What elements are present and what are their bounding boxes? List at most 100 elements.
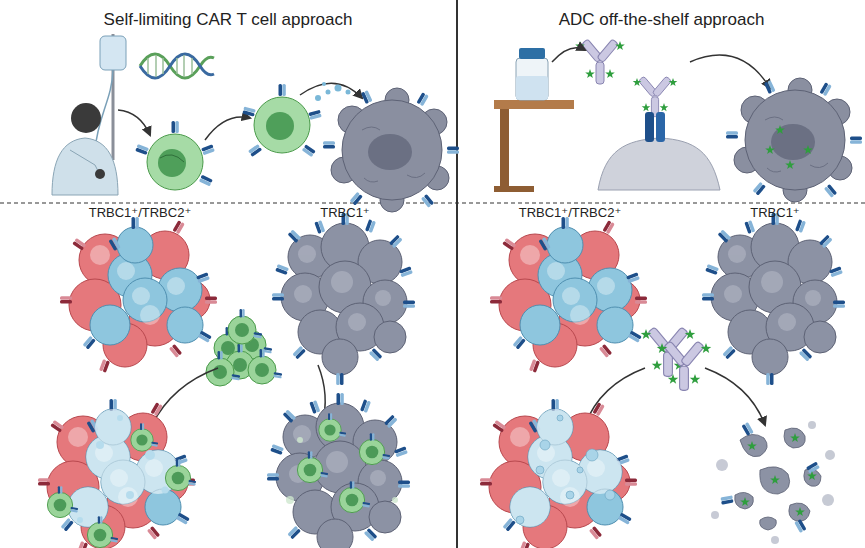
patient-figure — [70, 150, 100, 175]
t-cell — [158, 149, 186, 177]
tumor-cell — [323, 88, 459, 212]
t-cell — [160, 155, 184, 162]
tumor-cluster — [297, 437, 303, 443]
process-arrow — [118, 110, 150, 135]
lysed-cluster — [540, 440, 550, 450]
process-arrow — [152, 368, 218, 425]
car-t-cell — [335, 85, 342, 92]
patient-figure — [71, 103, 101, 133]
shelf — [500, 109, 509, 191]
cell-membrane — [598, 138, 720, 190]
dna-strand — [140, 54, 214, 78]
cell-membrane — [656, 112, 665, 142]
iv-drip — [100, 36, 126, 70]
drug-vial — [516, 58, 548, 100]
car-t-cell — [254, 97, 310, 153]
lysed-cluster — [536, 466, 544, 474]
lysed-cluster — [101, 460, 145, 504]
approach-panel: ADC off-the-shelf approachTRBC1⁺/TRBC2⁺T… — [458, 0, 865, 548]
t-cell — [147, 134, 203, 190]
antibody-drug-conjugate — [633, 76, 678, 116]
patient-figure — [95, 169, 105, 179]
cell-population: TRBC1⁺ — [700, 205, 850, 365]
lysed-cluster — [96, 441, 104, 449]
car-t-cell — [315, 82, 351, 101]
tumor-cluster — [267, 393, 410, 548]
lysed-cluster — [510, 487, 550, 527]
lysed-cluster — [605, 490, 615, 500]
car-t-cell — [326, 90, 331, 95]
lysed-cluster — [165, 459, 196, 490]
cell-debris — [741, 422, 753, 436]
population-label: TRBC1⁺/TRBC2⁺ — [55, 205, 225, 221]
cell-debris — [784, 428, 805, 448]
t-cell — [201, 144, 215, 155]
tumor-cluster — [319, 413, 346, 441]
car-t-cell — [279, 84, 286, 96]
t-cell — [135, 121, 215, 190]
shelf — [494, 100, 574, 192]
dna-strand — [140, 54, 214, 78]
t-cell — [135, 144, 149, 155]
cell-cluster — [490, 217, 647, 373]
cell-debris — [807, 471, 817, 480]
cell-debris — [770, 475, 780, 484]
tumor-cluster — [359, 433, 390, 464]
population-label: TRBC1⁺ — [270, 205, 420, 221]
cell-cluster — [702, 213, 845, 385]
lysed-cluster — [537, 409, 573, 445]
tumor-cell — [765, 145, 775, 154]
cell-cluster — [702, 213, 845, 385]
cell-debris — [789, 503, 810, 521]
cell-population: TRBC1⁺ — [270, 205, 420, 365]
car-t-cluster — [206, 309, 282, 386]
tumor-cluster — [286, 496, 294, 504]
cell-cluster — [60, 217, 217, 373]
cell-debris — [790, 433, 800, 442]
tumor-cell — [785, 160, 795, 169]
car-t-cell — [315, 95, 321, 101]
cell-cluster — [60, 217, 217, 373]
cell-debris — [711, 421, 835, 544]
antibody-drug-conjugate — [657, 341, 712, 390]
lysed-cluster — [480, 399, 637, 548]
panel-heading: Self-limiting CAR T cell approach — [0, 10, 456, 30]
shelf — [494, 186, 534, 192]
car-t-cell — [308, 110, 321, 120]
car-t-cluster — [228, 309, 262, 344]
car-t-cell — [242, 107, 255, 117]
lysed-cluster — [38, 399, 196, 548]
lysed-cluster — [162, 487, 169, 494]
lysed-cluster — [557, 415, 563, 421]
lysed-cluster — [95, 409, 131, 445]
lysed-cluster — [543, 460, 587, 504]
antibody-drug-conjugate — [575, 39, 625, 84]
shelf — [494, 100, 574, 109]
cell-cluster — [490, 217, 647, 373]
lysed-cluster — [516, 516, 524, 524]
cell-cluster — [272, 213, 415, 385]
antibody-drug-conjugate — [641, 327, 712, 390]
drug-vial — [516, 76, 548, 100]
population-label: TRBC1⁺/TRBC2⁺ — [485, 205, 655, 221]
lysed-cluster — [145, 450, 155, 460]
drug-vial — [519, 48, 545, 59]
cell-debris — [794, 519, 806, 533]
cell-debris — [711, 511, 719, 519]
car-t-cell — [302, 144, 316, 157]
lysed-cluster — [126, 491, 134, 499]
panel-divider — [456, 0, 458, 548]
cell-population: TRBC1⁺/TRBC2⁺ — [55, 205, 225, 365]
cell-debris — [711, 421, 835, 544]
car-t-cluster — [206, 351, 240, 386]
lysed-cluster — [117, 415, 123, 421]
lysed-cluster — [577, 467, 583, 473]
cell-debris — [760, 517, 777, 530]
approach-panel: Self-limiting CAR T cell approachTRBC1⁺/… — [0, 0, 456, 548]
cell-debris — [825, 450, 835, 460]
tumor-cluster — [286, 437, 398, 504]
cell-debris — [747, 441, 757, 450]
process-arrow — [585, 368, 765, 425]
